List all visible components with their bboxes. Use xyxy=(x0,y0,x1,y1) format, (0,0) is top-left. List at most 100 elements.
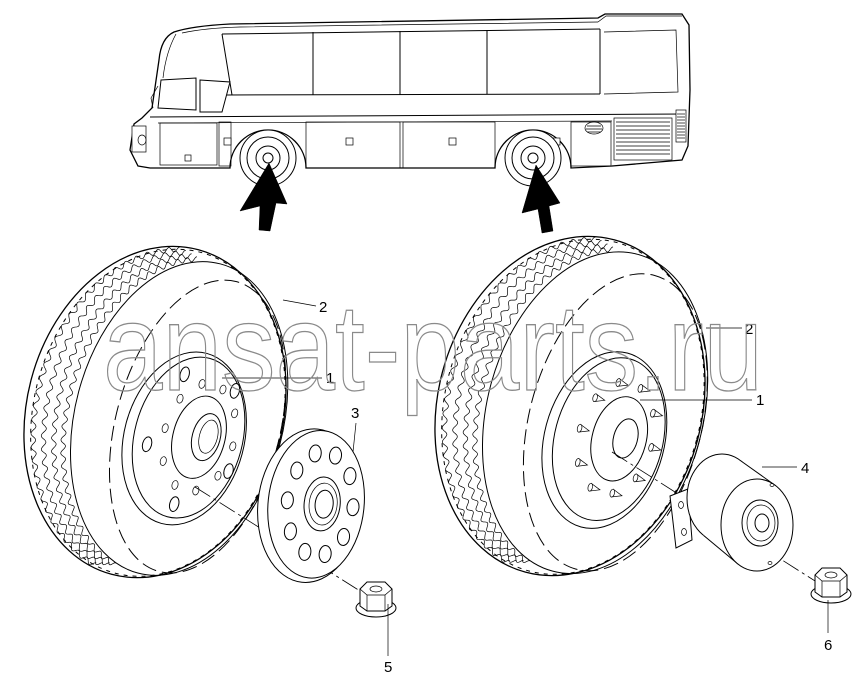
rim-bolt-hole xyxy=(219,384,227,395)
callout-hub-cap: 3 xyxy=(351,405,359,422)
hub-cover-rivet xyxy=(767,561,773,565)
rim-vent-hole xyxy=(229,383,241,399)
hub-cap-center-ring xyxy=(308,482,338,526)
bus-front-panel xyxy=(159,122,218,166)
hub-cover-center-boss xyxy=(741,499,779,547)
bus-door-handle xyxy=(448,137,457,146)
rim-vent-hole xyxy=(141,436,153,453)
hub-cap-hole xyxy=(308,444,322,463)
rim-bolt-hole xyxy=(198,379,206,389)
wheel-bolt-head xyxy=(632,473,639,483)
hub-cover-center-hole xyxy=(754,513,770,533)
wheel-bolt-head xyxy=(650,408,656,418)
rim-flange xyxy=(551,357,666,522)
tread-groove xyxy=(40,250,186,565)
tread-groove xyxy=(472,246,614,563)
arrow-rear-wheel-icon xyxy=(521,164,561,234)
bus-headlight xyxy=(137,134,147,146)
tire-sidewall-edge xyxy=(69,261,289,576)
callout-right-tire: 2 xyxy=(745,321,753,338)
rim-vent-hole xyxy=(223,463,234,479)
wheel-bolt-head xyxy=(587,482,593,492)
tire-bead-line xyxy=(522,273,708,572)
wheel-bolt-head xyxy=(648,443,654,452)
hub-cap-hole xyxy=(283,522,297,541)
leader-hub-cap xyxy=(352,422,357,453)
rim-bolt-hole xyxy=(214,470,222,481)
rim-bolt-hole xyxy=(159,456,167,466)
bus-luggage-door xyxy=(402,121,496,169)
hub-cap-hole xyxy=(290,461,304,480)
callout-left-tire: 2 xyxy=(319,299,327,316)
hub-cap-hole xyxy=(343,467,357,486)
callout-right-wheel-nut: 6 xyxy=(824,637,832,654)
right-wheel-rim xyxy=(541,351,668,529)
bus-door-handle xyxy=(345,137,354,146)
rim-bolt-hole xyxy=(229,441,237,452)
bus-window-band-top xyxy=(221,28,601,35)
rim-outer-edge xyxy=(121,351,247,526)
hub-cap-hole xyxy=(280,491,294,510)
bus-door-handle xyxy=(184,154,192,162)
hub-cover-boss-ring xyxy=(746,504,776,542)
hub-cover-rivet xyxy=(769,483,775,487)
rim-hub-plate xyxy=(590,396,649,482)
rim-center-bore xyxy=(612,418,639,459)
tire-tread-blocks xyxy=(441,238,705,575)
hub-cap-hole xyxy=(336,527,351,546)
right-wheel-nut xyxy=(810,567,852,604)
nut-hex-edges xyxy=(359,588,393,611)
left-wheel-rim xyxy=(121,351,247,526)
hub-cover xyxy=(686,453,794,572)
hub-cap-hole xyxy=(328,446,343,465)
leader-left-tire xyxy=(282,299,317,307)
hub-cover-mounting-plate xyxy=(669,488,693,549)
rim-flange xyxy=(131,356,246,519)
left-wheel-assembly xyxy=(23,245,397,618)
nut-thread-hole xyxy=(824,571,838,579)
bus-rear-wheel xyxy=(504,129,562,187)
bus-engine-grille xyxy=(613,117,673,161)
bus-front-window-right xyxy=(199,79,231,113)
bus-front-wheel xyxy=(239,129,297,187)
bus-roof-seam xyxy=(181,21,599,34)
tread-groove xyxy=(462,243,608,563)
bus-vent xyxy=(584,121,604,135)
callouts: 2 1 3 5 2 1 4 6 xyxy=(222,299,832,676)
tread-groove xyxy=(60,256,197,566)
hub-cap-hole xyxy=(318,545,332,564)
nut-hex-body xyxy=(814,567,848,598)
right-wheel-assembly xyxy=(434,235,852,604)
callout-right-wheel-rim: 1 xyxy=(756,392,764,409)
wheel-bolt-head xyxy=(575,458,581,467)
bus-door-handle xyxy=(223,137,232,146)
bus-hub-center xyxy=(527,152,539,164)
nut-hex-edges xyxy=(814,574,848,597)
wheel-bolt-head xyxy=(592,393,598,402)
tread-groove xyxy=(452,240,602,563)
bus-rear-roof-cap xyxy=(597,15,682,23)
left-tire xyxy=(23,245,289,579)
wheel-bolt-head xyxy=(609,488,616,498)
hub-cap-hole xyxy=(298,542,312,561)
rim-center-bore-inner xyxy=(198,419,219,454)
bus-side-view xyxy=(129,13,691,234)
rim-bolt-hole xyxy=(176,393,184,404)
watermark: ansat-parts.ru xyxy=(103,280,763,417)
tread-groove xyxy=(30,246,181,565)
callout-hub-cover: 4 xyxy=(801,460,809,477)
rim-vent-hole xyxy=(179,366,190,383)
wheel-bolt-head xyxy=(637,384,644,393)
wheel-bolt-head xyxy=(615,378,622,387)
left-wheel-nut xyxy=(355,581,397,618)
bus-window-front-edge xyxy=(221,33,233,96)
wheel-bolt-head xyxy=(576,423,583,433)
bus-vent-slats xyxy=(586,125,602,133)
rim-center-bore xyxy=(190,413,222,462)
tire-tread-grooves xyxy=(30,246,197,566)
rim-bolt-hole xyxy=(171,480,179,490)
mounting-plate-hole xyxy=(681,528,687,536)
nut-thread-hole xyxy=(369,585,383,593)
hub-cap-holes xyxy=(280,444,360,564)
callout-left-wheel-nut: 5 xyxy=(384,659,392,676)
